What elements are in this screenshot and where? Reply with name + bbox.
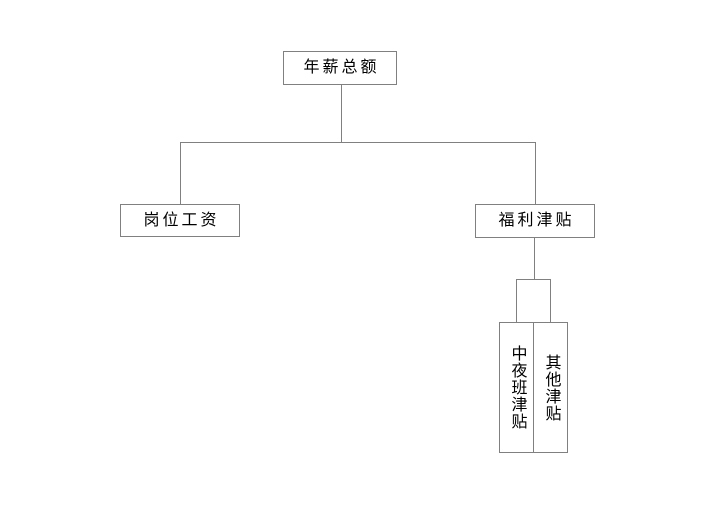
connector-top-span: [180, 142, 536, 143]
connector-sub-span: [516, 279, 551, 280]
node-welfare-allowance: 福利津贴: [475, 204, 595, 238]
node-position-wage: 岗位工资: [120, 204, 240, 237]
node-other-allowance: 其他津贴: [533, 322, 568, 453]
node-annual-salary-total: 年薪总额: [283, 51, 397, 85]
connector-drop-right-child: [535, 142, 536, 204]
connector-right-child-stem: [534, 238, 535, 279]
connector-drop-left-child: [180, 142, 181, 204]
connector-drop-sub1: [516, 279, 517, 322]
connector-drop-sub2: [550, 279, 551, 322]
connector-root-stem: [341, 85, 342, 143]
node-mid-night-shift-allowance: 中夜班津贴: [499, 322, 534, 453]
